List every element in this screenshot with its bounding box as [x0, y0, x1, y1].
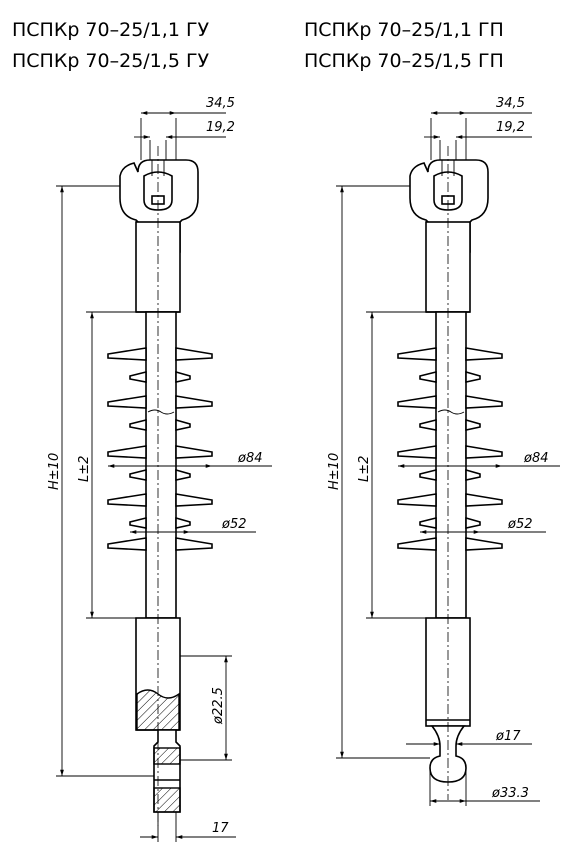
left-rod [145, 311, 177, 619]
right-title-line-2: ПСПКр 70–25/1,5 ГП [304, 50, 504, 72]
left-dim-shed-small: ø52 [221, 517, 247, 532]
left-insulator [107, 146, 213, 826]
left-dim-top-outer: 34,5 [206, 96, 235, 111]
left-dim-top-inner: 19,2 [206, 120, 235, 135]
left-dimensions: 34,5 19,2 H±10 L±2 ø84 ø52 ø22.5 17 [47, 96, 272, 842]
right-dim-length: L±2 [357, 456, 372, 482]
right-dim-height: H±10 [327, 453, 342, 490]
right-insulator [397, 146, 503, 800]
right-dim-top-outer: 34,5 [496, 96, 525, 111]
right-dim-neck: ø17 [495, 729, 521, 744]
right-title-line-1: ПСПКр 70–25/1,1 ГП [304, 19, 504, 41]
left-dim-rod: ø22.5 [211, 687, 226, 725]
left-dim-shed-large: ø84 [237, 451, 263, 466]
left-dim-height: H±10 [47, 453, 62, 490]
left-dim-length: L±2 [77, 456, 92, 482]
left-title-line-2: ПСПКр 70–25/1,5 ГУ [12, 50, 210, 72]
right-dim-shed-small: ø52 [507, 517, 533, 532]
right-dim-ball: ø33.3 [491, 786, 529, 801]
right-rod [435, 311, 467, 619]
right-sheds [397, 347, 503, 551]
left-dim-bottom: 17 [212, 821, 229, 836]
right-dim-top-inner: 19,2 [496, 120, 525, 135]
left-sheds [107, 347, 213, 551]
right-dimensions: 34,5 19,2 H±10 L±2 ø84 ø52 ø17 ø33.3 [327, 96, 560, 806]
right-dim-shed-large: ø84 [523, 451, 549, 466]
left-title-line-1: ПСПКр 70–25/1,1 ГУ [12, 19, 210, 41]
